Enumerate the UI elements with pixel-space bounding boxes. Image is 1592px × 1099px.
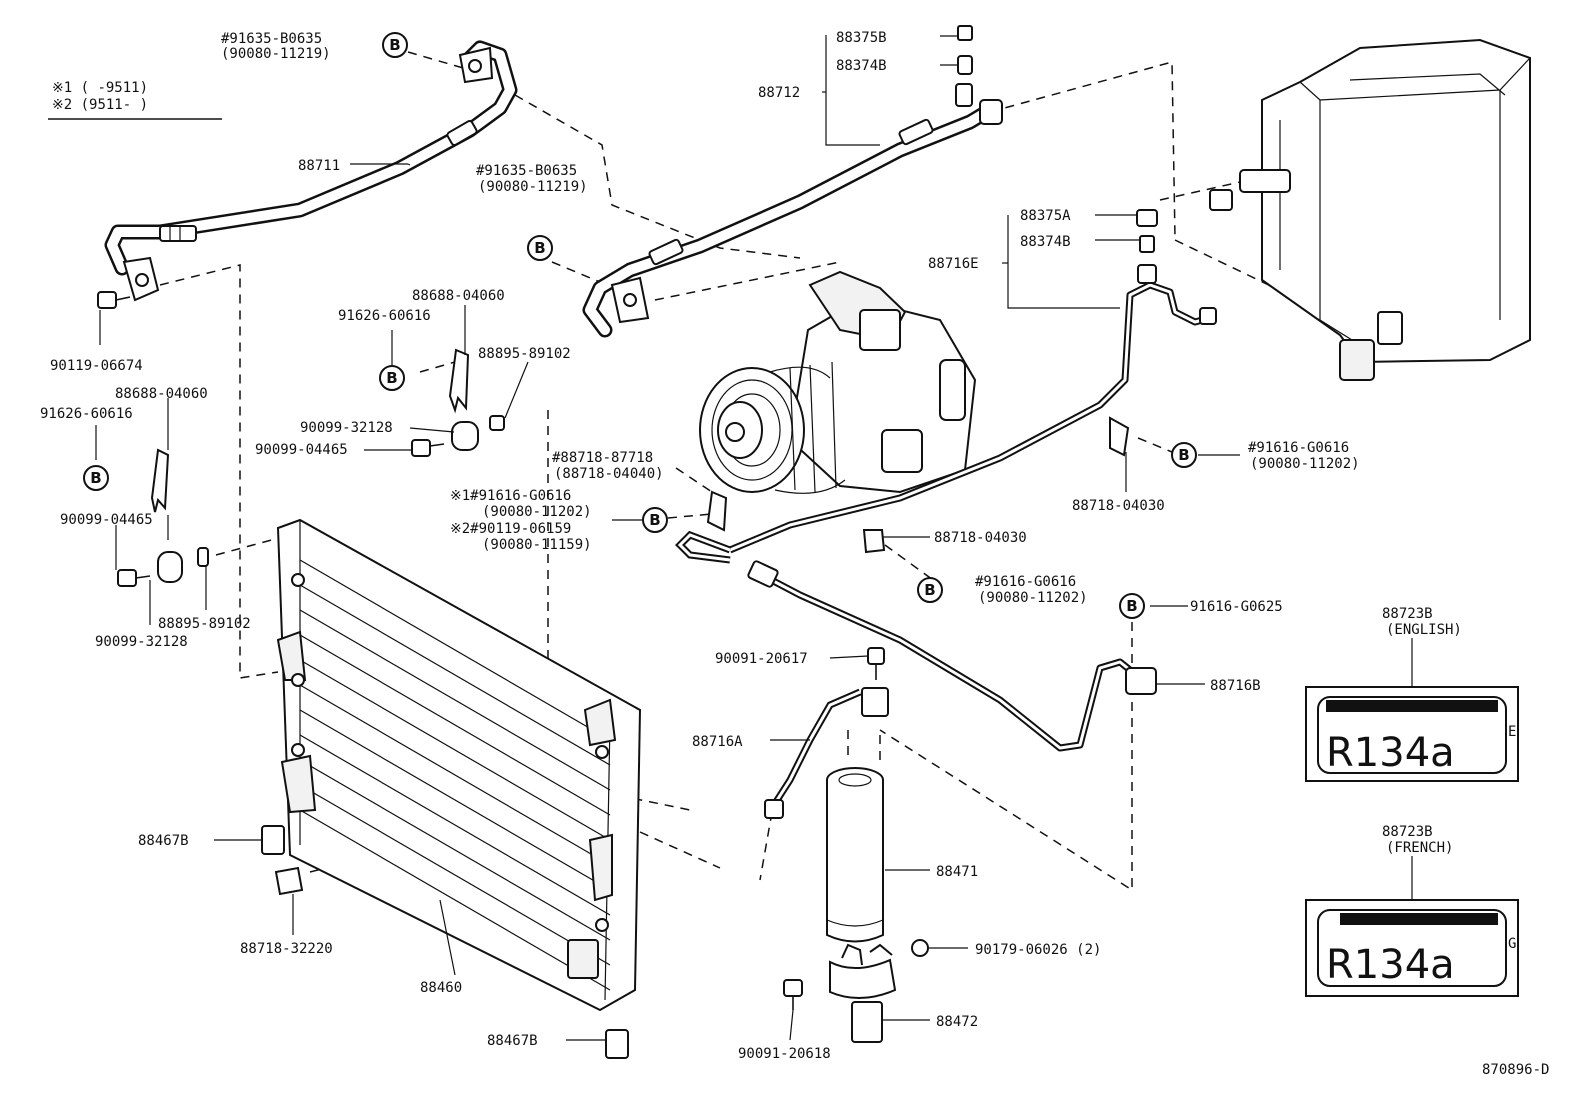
label-french-text: R134a bbox=[1326, 942, 1455, 988]
callout: 88375A bbox=[1020, 208, 1071, 224]
callout: (FRENCH) bbox=[1386, 840, 1453, 856]
callout: (90080-11159) bbox=[482, 537, 592, 553]
bubble-b-1: B bbox=[382, 32, 408, 58]
callout: 90091-20618 bbox=[738, 1046, 831, 1062]
callout: 88723B bbox=[1382, 606, 1433, 622]
callout: (90080-11202) bbox=[1250, 456, 1360, 472]
callout: 88718-04030 bbox=[934, 530, 1027, 546]
callout: 88712 bbox=[758, 85, 800, 101]
callout: 88460 bbox=[420, 980, 462, 996]
bubble-b-2: B bbox=[527, 235, 553, 261]
callout: (90080-11202) bbox=[482, 504, 592, 520]
leader-lines bbox=[95, 35, 1413, 1041]
callout: ※1#91616-G0616 bbox=[450, 488, 571, 504]
hardware bbox=[97, 291, 1130, 1059]
callout: 88718-32220 bbox=[240, 941, 333, 957]
bubble-b-6: B bbox=[1171, 442, 1197, 468]
legend-line-2: ※2 (9511- ) bbox=[52, 97, 148, 113]
callout: 88374B bbox=[836, 58, 887, 74]
label-french-suffix: G bbox=[1508, 936, 1516, 952]
callout: (90080-11219) bbox=[478, 179, 588, 195]
callout: 88895-89102 bbox=[158, 616, 251, 632]
compressor bbox=[699, 270, 977, 494]
callouts: #91635-B0635 (90080-11219) 88711 90119-0… bbox=[40, 30, 1549, 1078]
condenser-88460 bbox=[276, 518, 642, 1012]
callout: 88688-04060 bbox=[412, 288, 505, 304]
callout: ※2#90119-06159 bbox=[450, 521, 571, 537]
callout: 91626-60616 bbox=[338, 308, 431, 324]
label-english-suffix: E bbox=[1508, 724, 1516, 740]
callout: (90080-11219) bbox=[221, 46, 331, 62]
callout: #88718-87718 bbox=[552, 450, 653, 466]
callout: #91616-G0616 bbox=[1248, 440, 1349, 456]
svg-text:B: B bbox=[389, 36, 400, 54]
hose-88712 bbox=[582, 25, 1003, 338]
receiver-88471 bbox=[826, 767, 884, 943]
callout: 90099-32128 bbox=[300, 420, 393, 436]
svg-text:B: B bbox=[534, 239, 545, 257]
pipe-88716b bbox=[747, 560, 1157, 752]
label-english: R134a E bbox=[1305, 686, 1519, 782]
callout: #91635-B0635 bbox=[221, 31, 322, 47]
callout: 90179-06026 (2) bbox=[975, 942, 1101, 958]
callout: 88718-04030 bbox=[1072, 498, 1165, 514]
svg-text:B: B bbox=[386, 369, 397, 387]
bubble-b-7: B bbox=[917, 577, 943, 603]
label-french: R134a G bbox=[1305, 899, 1519, 997]
callout: 88467B bbox=[487, 1033, 538, 1049]
svg-text:B: B bbox=[1126, 597, 1137, 615]
callout: 88467B bbox=[138, 833, 189, 849]
callout: 88375B bbox=[836, 30, 887, 46]
callout: (90080-11202) bbox=[978, 590, 1088, 606]
callout: 88716E bbox=[928, 256, 979, 272]
callout: 88716A bbox=[692, 734, 743, 750]
legend: ※1 ( -9511) ※2 (9511- ) bbox=[48, 80, 222, 120]
legend-line-1: ※1 ( -9511) bbox=[52, 80, 148, 96]
callout: #91616-G0616 bbox=[975, 574, 1076, 590]
bubble-b-4: B bbox=[83, 465, 109, 491]
callout: 90099-04465 bbox=[255, 442, 348, 458]
hose-88711 bbox=[104, 40, 518, 302]
callout: 91626-60616 bbox=[40, 406, 133, 422]
callout: 88472 bbox=[936, 1014, 978, 1030]
callout: 90091-20617 bbox=[715, 651, 808, 667]
label-english-text: R134a bbox=[1326, 730, 1455, 776]
svg-text:B: B bbox=[1178, 446, 1189, 464]
callout: #91635-B0635 bbox=[476, 163, 577, 179]
pipe-88716e bbox=[675, 209, 1217, 564]
diagram-reference: 870896-D bbox=[1482, 1062, 1549, 1078]
callout: 88374B bbox=[1020, 234, 1071, 250]
svg-text:B: B bbox=[924, 581, 935, 599]
callout: 90119-06674 bbox=[50, 358, 143, 374]
svg-text:B: B bbox=[90, 469, 101, 487]
bubble-b-3: B bbox=[379, 365, 405, 391]
callout: 88895-89102 bbox=[478, 346, 571, 362]
callout: 88711 bbox=[298, 158, 340, 174]
callout: 90099-04465 bbox=[60, 512, 153, 528]
callout: 88716B bbox=[1210, 678, 1261, 694]
bubble-b-8: B bbox=[1119, 593, 1145, 619]
svg-text:B: B bbox=[649, 511, 660, 529]
callout: (88718-04040) bbox=[554, 466, 664, 482]
callout: 90099-32128 bbox=[95, 634, 188, 650]
callout: 88723B bbox=[1382, 824, 1433, 840]
bubble-markers: B B B B B B B B bbox=[83, 32, 1197, 619]
callout: (ENGLISH) bbox=[1386, 622, 1462, 638]
bracket-88472 bbox=[829, 939, 929, 1043]
callout: 88688-04060 bbox=[115, 386, 208, 402]
evaporator-housing bbox=[1209, 38, 1531, 381]
callout: 88471 bbox=[936, 864, 978, 880]
callout: 91616-G0625 bbox=[1190, 599, 1283, 615]
bubble-b-5: B bbox=[642, 507, 668, 533]
